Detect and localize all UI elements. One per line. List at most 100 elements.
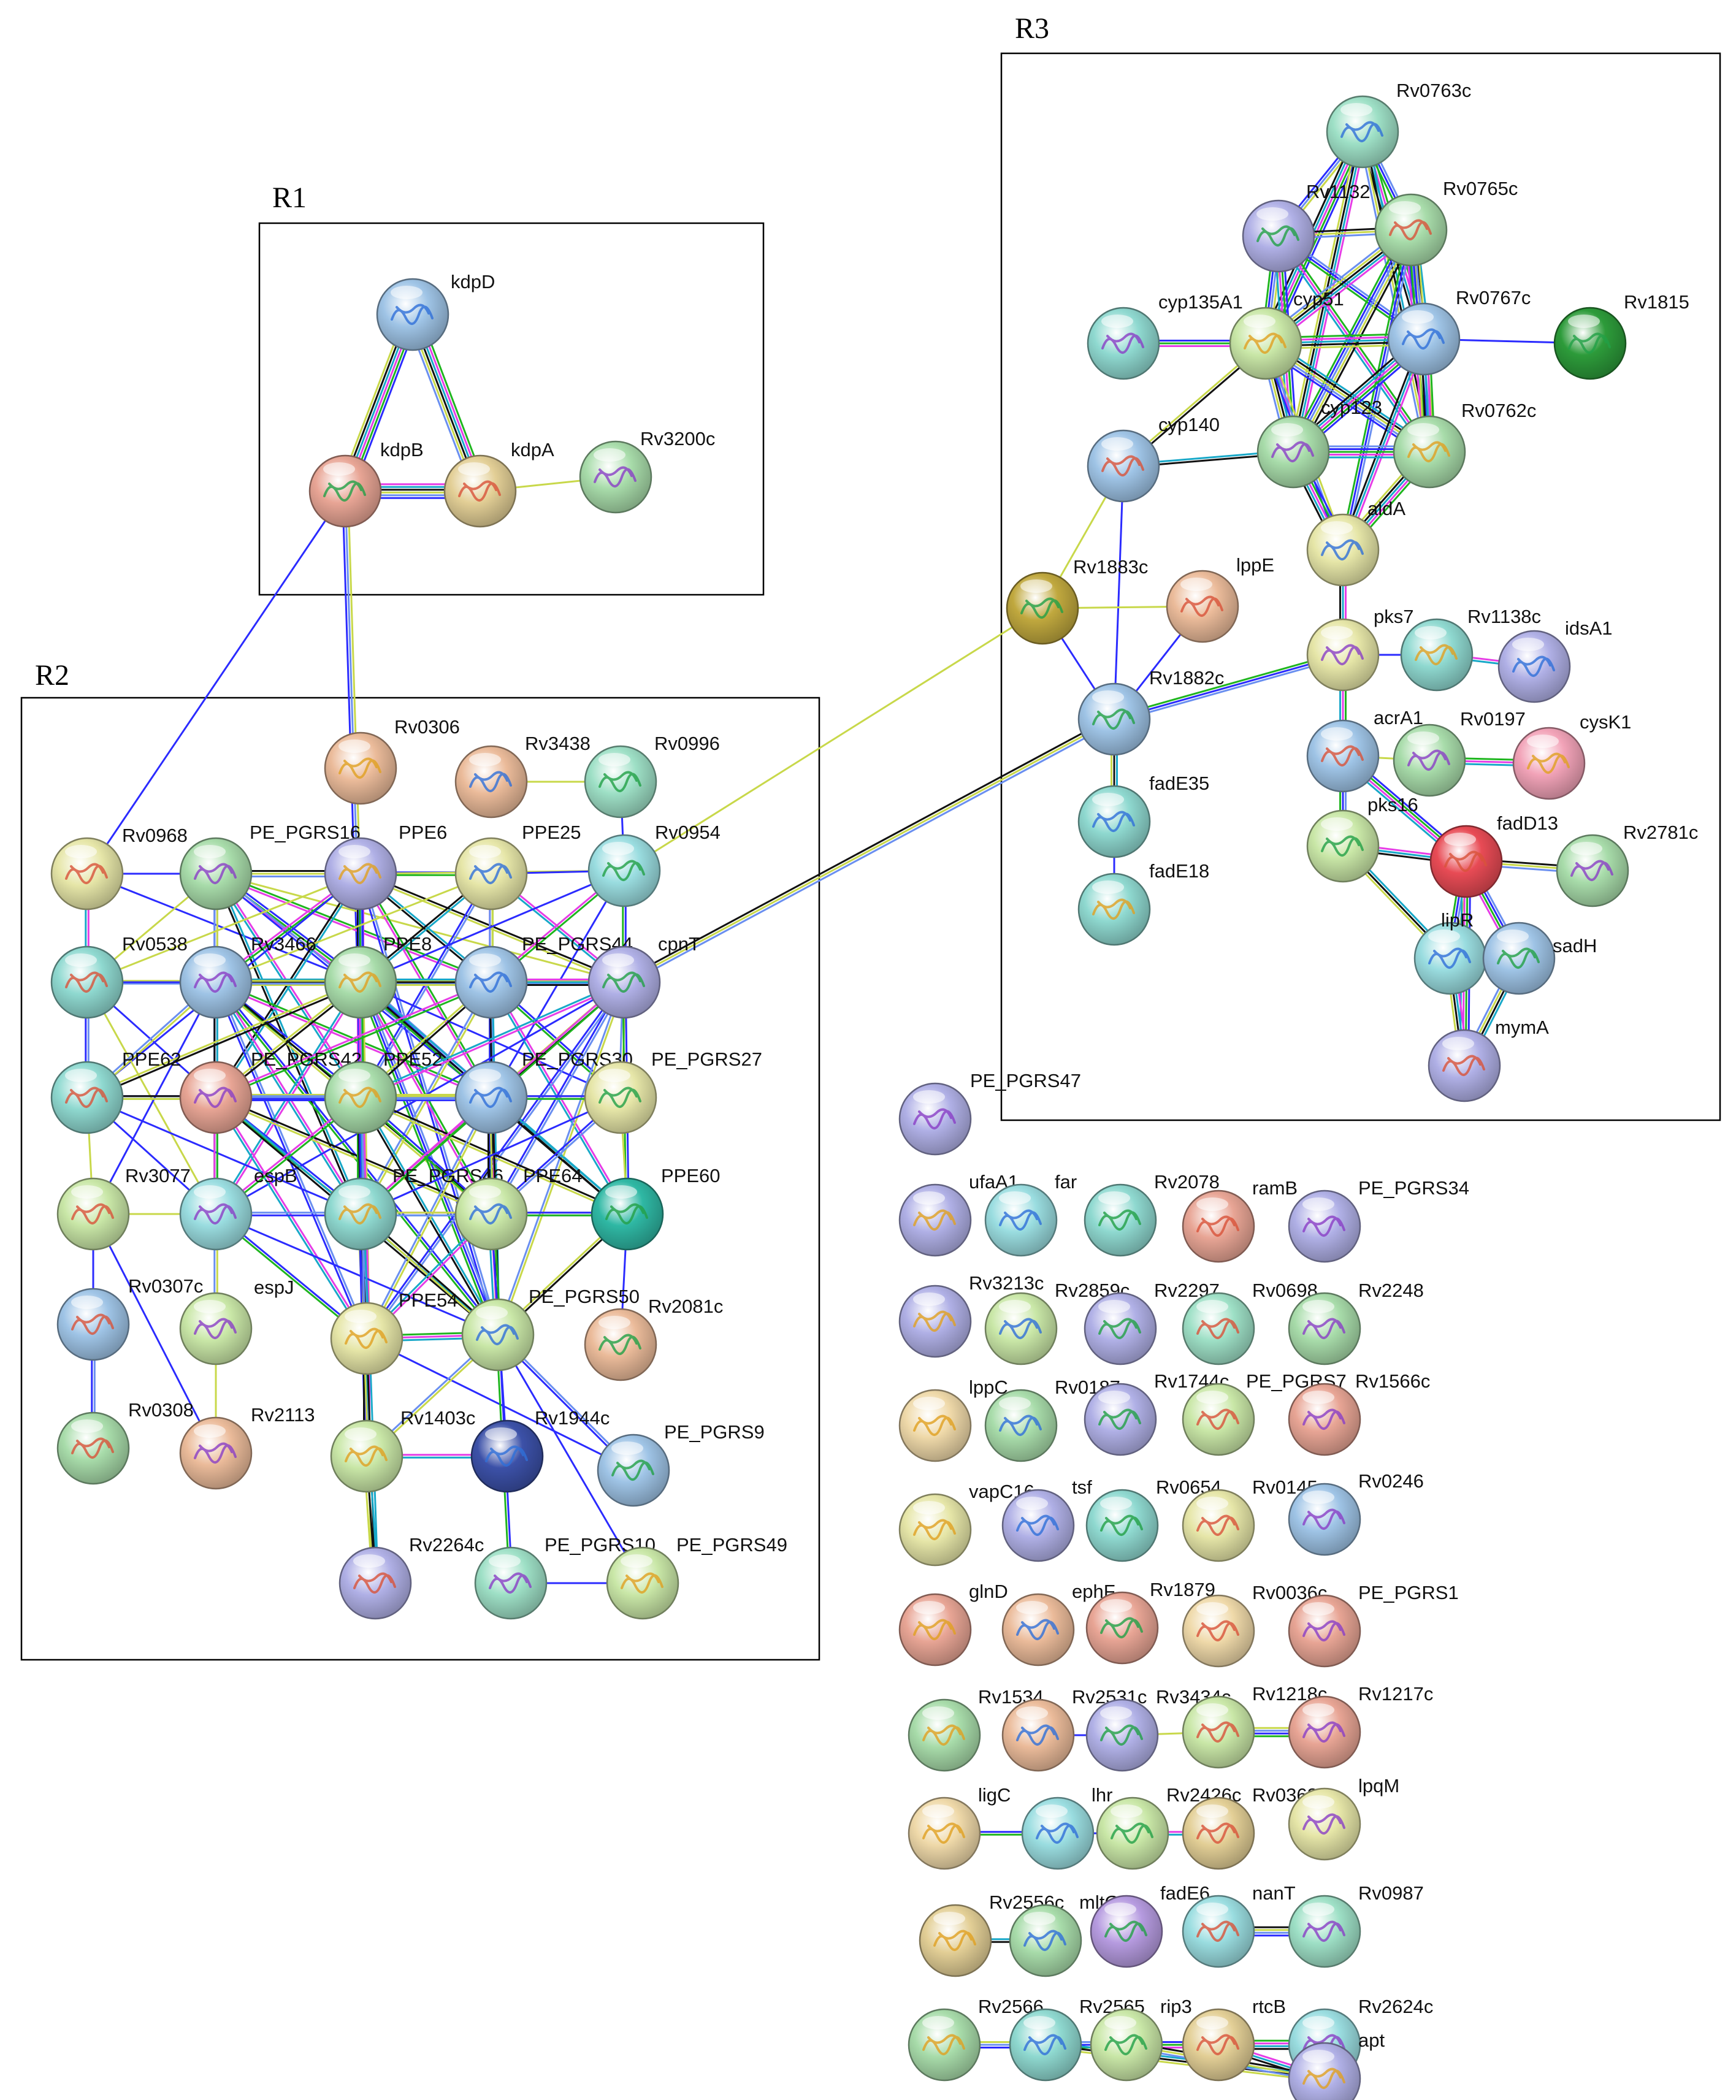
- node-PE_PGRS47[interactable]: PE_PGRS47: [898, 1070, 1081, 1156]
- node-lpqM[interactable]: lpqM: [1288, 1775, 1399, 1861]
- node-fadE35[interactable]: fadE35: [1077, 773, 1209, 858]
- node-PE_PGRS9[interactable]: PE_PGRS9: [597, 1421, 765, 1507]
- node-tsf[interactable]: tsf: [1001, 1476, 1092, 1562]
- node-PE_PGRS16[interactable]: PE_PGRS16: [179, 822, 361, 911]
- node-idsA1[interactable]: idsA1: [1497, 617, 1613, 703]
- node-sadH[interactable]: sadH: [1482, 922, 1597, 995]
- node-PPE8[interactable]: PPE8: [324, 933, 432, 1019]
- node-lhr[interactable]: lhr: [1021, 1784, 1112, 1870]
- node-Rv0538[interactable]: Rv0538: [50, 933, 188, 1019]
- node-cyp123[interactable]: cyp123: [1256, 397, 1382, 489]
- node-Rv2078[interactable]: Rv2078: [1084, 1171, 1220, 1257]
- node-rtcB[interactable]: rtcB: [1182, 1996, 1286, 2082]
- node-kdpA[interactable]: kdpA: [443, 439, 554, 528]
- node-Rv2859c[interactable]: Rv2859c: [984, 1280, 1130, 1365]
- node-Rv0145[interactable]: Rv0145: [1182, 1476, 1318, 1562]
- node-Rv0767c[interactable]: Rv0767c: [1387, 287, 1531, 376]
- node-fadE6[interactable]: fadE6: [1090, 1882, 1210, 1968]
- node-Rv0996[interactable]: Rv0996: [584, 733, 720, 819]
- node-PE_PGRS1[interactable]: PE_PGRS1: [1288, 1582, 1459, 1668]
- node-PPE54[interactable]: PPE54: [330, 1289, 458, 1375]
- node-Rv0763c[interactable]: Rv0763c: [1326, 80, 1471, 169]
- node-Rv0306[interactable]: Rv0306: [324, 716, 460, 805]
- node-Rv1566c[interactable]: Rv1566c: [1288, 1370, 1430, 1456]
- node-PE_PGRS10[interactable]: PE_PGRS10: [474, 1534, 656, 1620]
- node-Rv0954[interactable]: Rv0954: [587, 822, 721, 907]
- node-lppE[interactable]: lppE: [1166, 554, 1274, 643]
- node-fadE18[interactable]: fadE18: [1077, 860, 1209, 946]
- node-mymA[interactable]: mymA: [1428, 1017, 1549, 1102]
- node-Rv3213c[interactable]: Rv3213c: [898, 1272, 1044, 1358]
- node-Rv0197[interactable]: Rv0197: [1393, 708, 1526, 797]
- edge-line: [362, 980, 502, 1334]
- node-fadD13[interactable]: fadD13: [1429, 812, 1558, 898]
- node-Rv2081c[interactable]: Rv2081c: [584, 1296, 723, 1381]
- node-Rv3438[interactable]: Rv3438: [454, 733, 591, 819]
- node-Rv2264c[interactable]: Rv2264c: [338, 1534, 484, 1620]
- node-PPE62[interactable]: PPE62: [50, 1048, 182, 1134]
- node-pks16[interactable]: pks16: [1306, 794, 1418, 883]
- node-Rv0308[interactable]: Rv0308: [56, 1399, 194, 1485]
- node-lipR[interactable]: lipR: [1413, 909, 1487, 995]
- node-far[interactable]: far: [984, 1171, 1077, 1257]
- node-lppC[interactable]: lppC: [898, 1376, 1008, 1462]
- node-Rv2113[interactable]: Rv2113: [179, 1404, 315, 1490]
- node-Rv0765c[interactable]: Rv0765c: [1374, 178, 1518, 267]
- node-Rv3466[interactable]: Rv3466: [179, 933, 316, 1019]
- node-apt[interactable]: apt: [1288, 2029, 1385, 2100]
- node-PPE64[interactable]: PPE64: [454, 1165, 583, 1251]
- node-Rv0987[interactable]: Rv0987: [1288, 1882, 1424, 1968]
- node-Rv1132[interactable]: Rv1132: [1242, 181, 1371, 273]
- node-PE_PGRS27[interactable]: PE_PGRS27: [584, 1048, 762, 1134]
- node-PPE25[interactable]: PPE25: [454, 822, 581, 911]
- node-ligC[interactable]: ligC: [908, 1784, 1011, 1870]
- node-nanT[interactable]: nanT: [1182, 1882, 1296, 1968]
- node-PE_PGRS49[interactable]: PE_PGRS49: [606, 1534, 787, 1620]
- node-Rv0698[interactable]: Rv0698: [1182, 1280, 1318, 1365]
- node-highlight: [194, 1069, 226, 1082]
- node-Rv3077[interactable]: Rv3077: [56, 1165, 191, 1251]
- node-Rv1138c[interactable]: Rv1138c: [1400, 606, 1541, 692]
- node-label: rtcB: [1252, 1996, 1286, 2017]
- node-Rv1217c[interactable]: Rv1217c: [1288, 1683, 1433, 1769]
- node-kdpB[interactable]: kdpB: [308, 439, 424, 528]
- node-aldA[interactable]: aldA: [1306, 498, 1405, 587]
- node-Rv2248[interactable]: Rv2248: [1288, 1280, 1424, 1365]
- node-ramB[interactable]: ramB: [1182, 1177, 1298, 1263]
- node-espJ[interactable]: espJ: [179, 1277, 294, 1365]
- node-kdpD[interactable]: kdpD: [376, 271, 495, 351]
- node-Rv0654[interactable]: Rv0654: [1085, 1476, 1222, 1562]
- node-PE_PGRS34[interactable]: PE_PGRS34: [1288, 1177, 1469, 1263]
- node-cyp51[interactable]: cyp51: [1229, 288, 1344, 380]
- node-espB[interactable]: espB: [179, 1165, 297, 1251]
- node-Rv2781c[interactable]: Rv2781c: [1556, 822, 1698, 907]
- node-Rv1944c[interactable]: Rv1944c: [470, 1407, 610, 1493]
- node-Rv0307c[interactable]: Rv0307c: [56, 1275, 203, 1361]
- node-Rv1882c[interactable]: Rv1882c: [1077, 667, 1224, 756]
- node-PPE52[interactable]: PPE52: [324, 1048, 443, 1134]
- node-acrA1[interactable]: acrA1: [1306, 707, 1423, 793]
- node-cpnT[interactable]: cpnT: [587, 933, 700, 1019]
- node-PE_PGRS50[interactable]: PE_PGRS50: [461, 1286, 640, 1372]
- node-rip3[interactable]: rip3: [1090, 1996, 1192, 2082]
- node-glnD[interactable]: glnD: [898, 1581, 1008, 1667]
- node-Rv1815[interactable]: Rv1815: [1553, 291, 1689, 380]
- node-Rv2556c[interactable]: Rv2556c: [919, 1892, 1064, 1977]
- node-vapC16[interactable]: vapC16: [898, 1481, 1034, 1567]
- node-Rv0246[interactable]: Rv0246: [1288, 1470, 1424, 1556]
- node-cysK1[interactable]: cysK1: [1512, 711, 1631, 800]
- node-PPE6[interactable]: PPE6: [324, 822, 447, 911]
- node-PPE60[interactable]: PPE60: [591, 1165, 721, 1251]
- node-pks7[interactable]: pks7: [1306, 606, 1413, 692]
- node-cyp135A1[interactable]: cyp135A1: [1087, 291, 1243, 380]
- node-Rv3200c[interactable]: Rv3200c: [579, 428, 715, 514]
- node-cyp140[interactable]: cyp140: [1087, 414, 1220, 503]
- node-Rv0036c[interactable]: Rv0036c: [1182, 1582, 1327, 1668]
- node-Rv0762c[interactable]: Rv0762c: [1393, 400, 1536, 489]
- node-Rv2426c[interactable]: Rv2426c: [1096, 1784, 1241, 1870]
- node-Rv1883c[interactable]: Rv1883c: [1006, 556, 1148, 645]
- node-Rv2297[interactable]: Rv2297: [1084, 1280, 1220, 1365]
- node-Rv1879[interactable]: Rv1879: [1085, 1579, 1215, 1665]
- node-Rv1403c[interactable]: Rv1403c: [330, 1407, 475, 1493]
- node-Rv0968[interactable]: Rv0968: [50, 825, 188, 911]
